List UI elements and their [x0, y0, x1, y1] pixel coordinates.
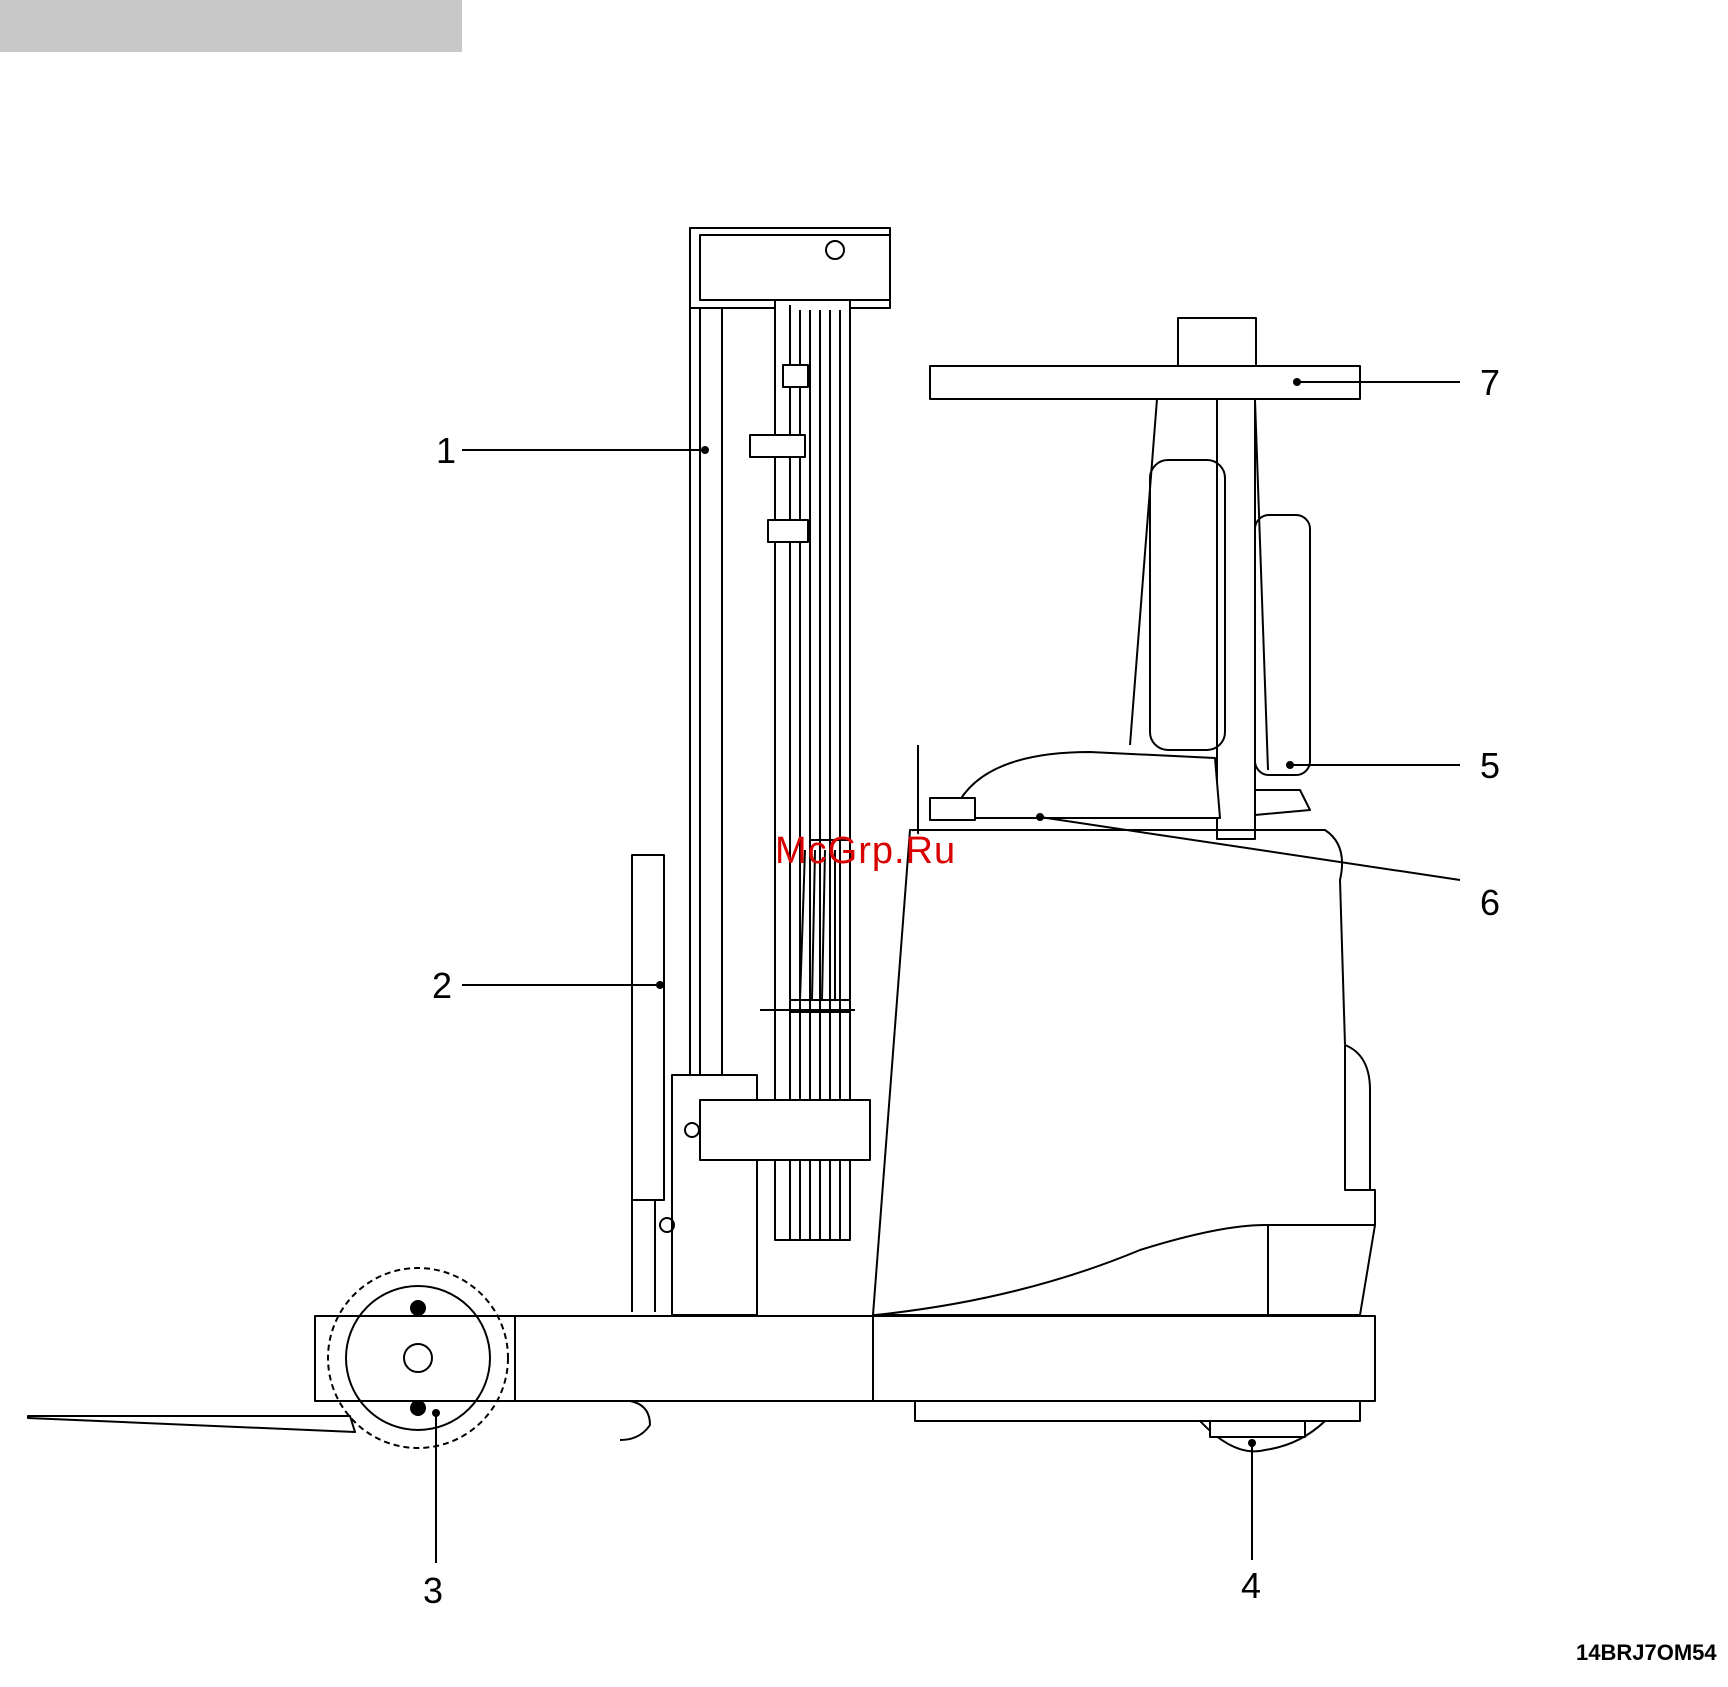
fork-tine	[28, 1416, 355, 1432]
callout-5: 5	[1480, 748, 1500, 784]
watermark-text: McGrp.Ru	[775, 830, 956, 873]
callout-4: 4	[1241, 1568, 1261, 1604]
callout-2: 2	[432, 968, 452, 1004]
callout-7: 7	[1480, 365, 1500, 401]
callout-3: 3	[423, 1573, 443, 1609]
figure-code: 14BRJ7OM54	[1576, 1640, 1717, 1666]
drive-wheel	[1200, 1421, 1325, 1451]
callout-6: 6	[1480, 885, 1500, 921]
callout-1: 1	[436, 433, 456, 469]
